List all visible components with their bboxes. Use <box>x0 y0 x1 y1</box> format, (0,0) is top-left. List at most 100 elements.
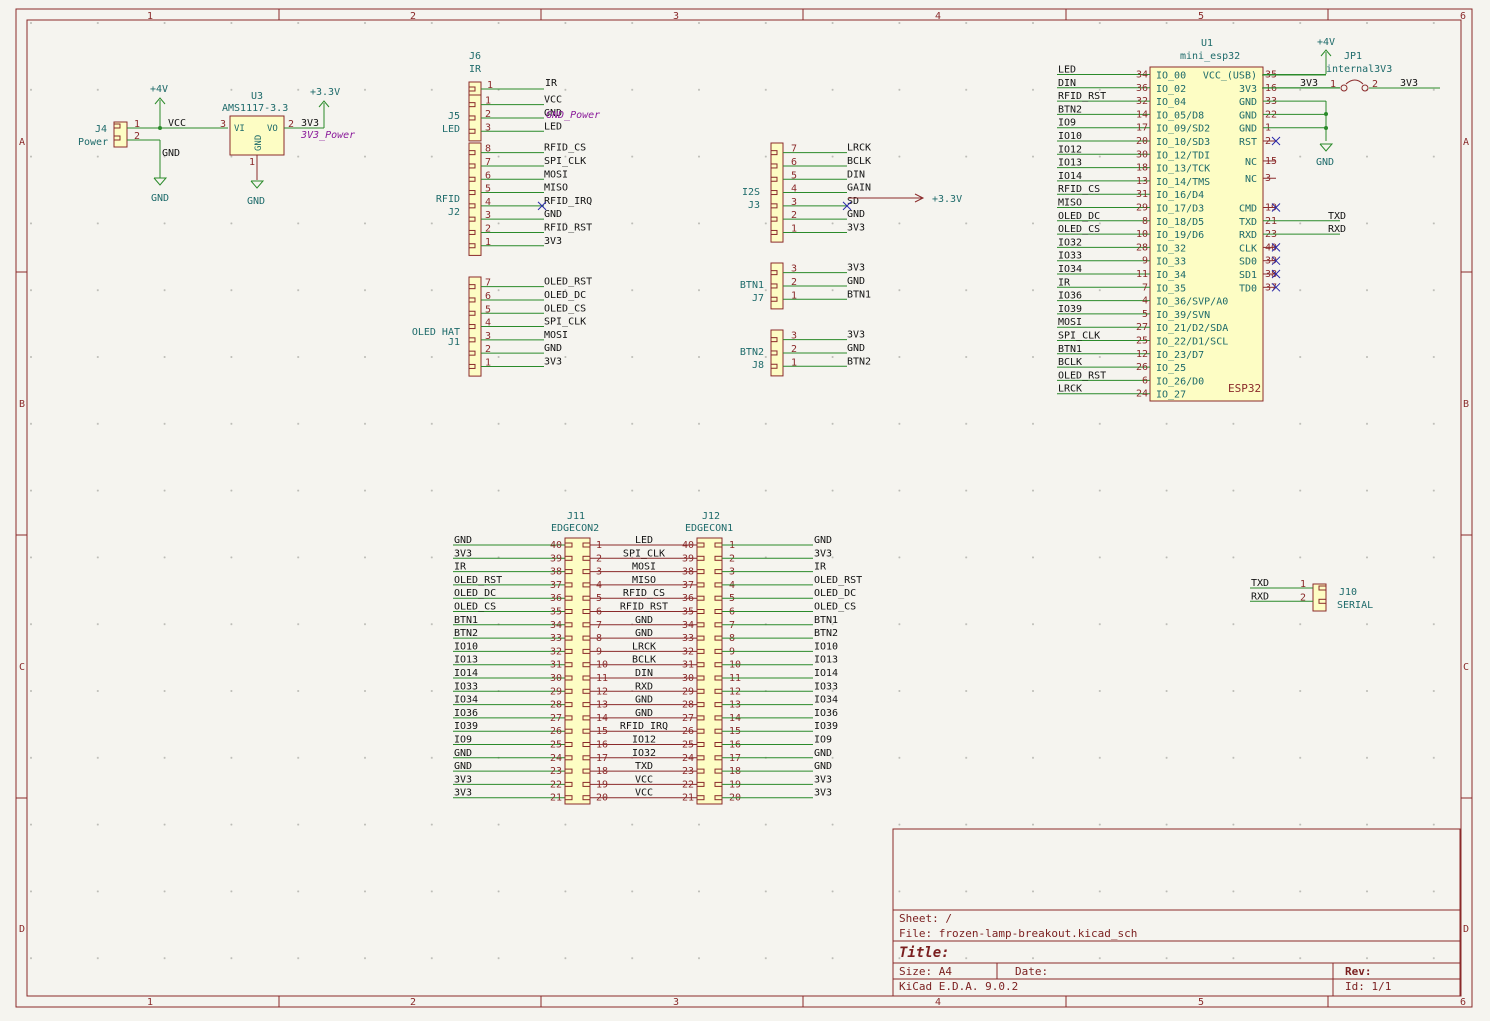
u1-left-pin-number: 6 <box>1142 375 1148 386</box>
j3-pin-label: SD <box>847 196 859 207</box>
no-connect-marker <box>1271 136 1281 146</box>
date-label: Date: <box>1015 965 1048 978</box>
u1-left-net-label: IO34 <box>1058 264 1082 275</box>
j2-ref: J2 <box>448 207 460 218</box>
j3-pin-number: 6 <box>791 157 797 168</box>
j1-value: OLED HAT <box>412 327 460 338</box>
u1-left-net-label: IO13 <box>1058 158 1082 169</box>
j3-pin-label: BCLK <box>847 156 871 167</box>
u1-left-net-label: DIN <box>1058 78 1076 89</box>
u1-left-net-label: BTN1 <box>1058 344 1082 355</box>
u1-left-net-label: OLED_DC <box>1058 211 1100 222</box>
u1-gnd-symbol: GND <box>1316 157 1334 168</box>
col-label-top: 4 <box>935 11 941 22</box>
u1-left-net-label: OLED_RST <box>1058 370 1106 381</box>
u1-left-pin-name: IO_21/D2/SDA <box>1156 323 1228 334</box>
no-connect-marker <box>1271 243 1281 252</box>
u1-left-pin-name: IO_18/D5 <box>1156 217 1204 228</box>
j3-pin-label: GND <box>847 209 865 220</box>
u1-left-pin-name: IO_16/D4 <box>1156 190 1204 201</box>
j3-pin-number: 1 <box>791 223 797 234</box>
u1-right-pin-name: 3V3 <box>1239 84 1257 95</box>
edge-connectors: J11 EDGECON2 J12 EDGECON1 GND401LED3V339… <box>453 511 862 805</box>
j12-left-pin-number: 27 <box>682 713 694 724</box>
u1-left-net-label: IO39 <box>1058 304 1082 315</box>
jp1-value: internal3V3 <box>1326 64 1392 75</box>
row-label-right: A <box>1463 137 1469 148</box>
u1-left-net-label: LED <box>1058 65 1076 76</box>
u1-right-pin-name: TXD <box>1239 217 1257 228</box>
u1-left-pin-name: IO_32 <box>1156 243 1186 254</box>
j11-left-pin-number: 32 <box>550 646 562 657</box>
vcc-net-label: VCC <box>168 118 186 129</box>
j5-gnd-power-label: GND_Power <box>546 110 600 121</box>
u1-left-pin-name: IO_13/TCK <box>1156 164 1210 175</box>
j1-pin-label: 3V3 <box>544 356 562 367</box>
j2-pin-label: RFID_IRQ <box>544 196 592 207</box>
j5-pin-number: 1 <box>485 96 491 107</box>
u1-right-pin-name: GND <box>1239 110 1257 121</box>
j11-left-net: IR <box>454 562 467 573</box>
j12-right-net: IO33 <box>814 681 838 692</box>
u1-left-pin-number: 5 <box>1142 309 1148 320</box>
u1-left-pin-number: 20 <box>1136 136 1148 147</box>
no-connect-marker <box>1271 269 1281 279</box>
j11-right-net: SPI_CLK <box>623 548 665 559</box>
j11-left-pin-number: 31 <box>550 660 562 671</box>
u1-left-pin-number: 25 <box>1136 336 1148 347</box>
j6-value: IR <box>469 64 482 75</box>
j11-right-net: BCLK <box>632 655 656 666</box>
u1-left-pin-number: 10 <box>1136 229 1148 240</box>
u1-left-pin-name: IO_00 <box>1156 71 1186 82</box>
j12-right-net: BTN1 <box>814 615 838 626</box>
u1-left-pin-number: 4 <box>1142 296 1148 307</box>
u3-pin-gnd: GND <box>254 135 264 151</box>
j11-left-net: IO14 <box>454 668 478 679</box>
j8-pin-label: 3V3 <box>847 330 865 341</box>
u1-right-pin-name: VCC_(USB) <box>1203 71 1257 82</box>
j11-right-net: MISO <box>632 575 656 586</box>
gnd-symbol-2: GND <box>247 196 265 207</box>
j12-left-pin-number: 24 <box>682 753 694 764</box>
u1-left-pin-number: 7 <box>1142 282 1148 293</box>
j2-pin-number: 1 <box>485 237 491 248</box>
gnd-net-label: GND <box>162 148 180 159</box>
u1-left-pin-name: IO_35 <box>1156 283 1186 294</box>
j11-left-net: BTN2 <box>454 628 478 639</box>
col-label-bottom: 6 <box>1460 997 1466 1008</box>
u1-right-pin-name: TD0 <box>1239 283 1257 294</box>
j1-pin-number: 2 <box>485 344 491 355</box>
j7-value: BTN1 <box>740 280 764 291</box>
j11-left-net: OLED_DC <box>454 588 496 599</box>
u3-pin-vi: VI <box>234 124 245 134</box>
j6-pin-label: IR <box>545 78 558 89</box>
j11-left-pin-number: 28 <box>550 700 562 711</box>
u1-right-pin-name: SD0 <box>1239 257 1257 268</box>
j12-right-net: OLED_RST <box>814 575 862 586</box>
u1-left-pin-number: 28 <box>1136 242 1148 253</box>
j10-net-label: RXD <box>1251 591 1269 602</box>
j3-pin-number: 4 <box>791 184 797 195</box>
j11-left-net: GND <box>454 535 472 546</box>
j2-pin-number: 8 <box>485 144 491 155</box>
j11-left-pin-number: 23 <box>550 766 562 777</box>
j11-left-net: IO13 <box>454 655 478 666</box>
u1-right-pin-name: SD1 <box>1239 270 1257 281</box>
j11-left-net: GND <box>454 761 472 772</box>
j11-left-net: OLED_CS <box>454 602 496 613</box>
u1-left-pin-name: IO_19/D6 <box>1156 230 1204 241</box>
j11-left-net: IO39 <box>454 721 478 732</box>
plus33v-symbol: +3.3V <box>310 87 340 98</box>
title-label: Title: <box>899 945 950 961</box>
j11-right-net: TXD <box>635 761 653 772</box>
j3-pin-number: 3 <box>791 197 797 208</box>
j4-value: Power <box>78 137 108 148</box>
j11-value: EDGECON2 <box>551 523 599 534</box>
j7-pin-label: GND <box>847 276 865 287</box>
j2-pin-label: RFID_RST <box>544 222 592 233</box>
u1-right-pin-name: RST <box>1239 137 1257 148</box>
